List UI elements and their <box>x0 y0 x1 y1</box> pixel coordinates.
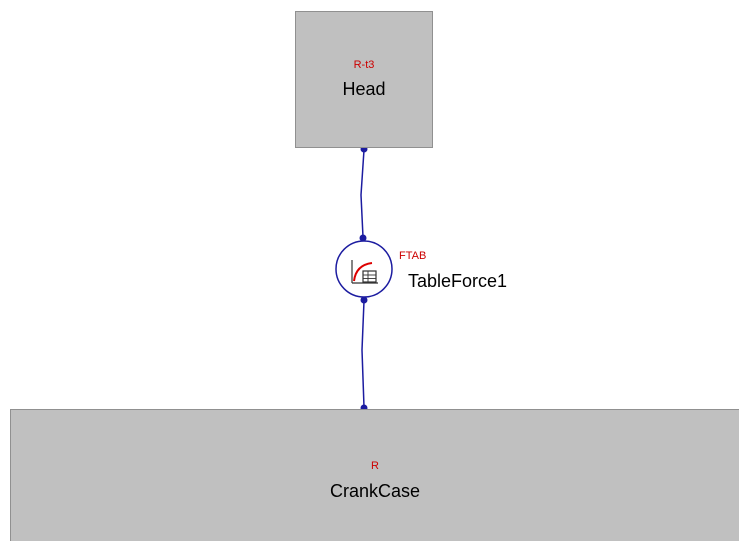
wire-force-to-crankcase[interactable] <box>361 300 365 408</box>
table-force-icon[interactable] <box>335 240 393 298</box>
crankcase-body-block[interactable]: R CrankCase <box>10 409 739 541</box>
force-type-label: FTAB <box>399 250 427 262</box>
force-top-port[interactable] <box>359 234 367 242</box>
head-type-label: R-t3 <box>353 59 375 71</box>
crankcase-name-label: CrankCase <box>329 481 421 501</box>
force-name-label: TableForce1 <box>408 271 508 291</box>
wire-head-to-force[interactable] <box>360 149 365 238</box>
head-name-label: Head <box>342 79 386 99</box>
force-bottom-port[interactable] <box>360 296 368 304</box>
head-body-block[interactable]: R-t3 Head <box>295 11 433 148</box>
crankcase-type-label: R <box>371 460 379 472</box>
